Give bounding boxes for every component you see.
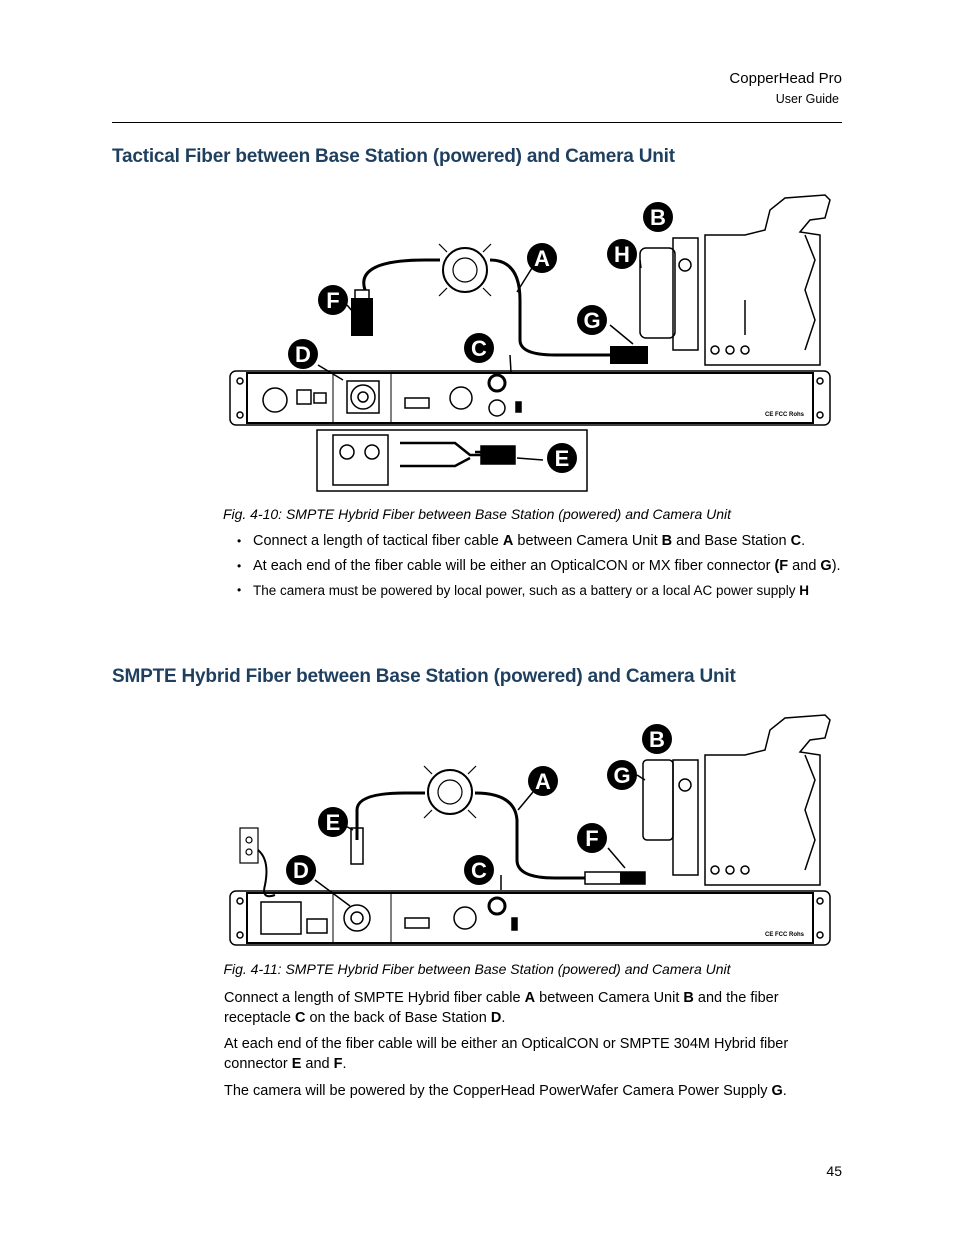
callout-b: B: [642, 724, 672, 754]
section-heading-tactical: Tactical Fiber between Base Station (pow…: [112, 146, 675, 167]
body-paragraph: Connect a length of SMPTE Hybrid fiber c…: [224, 990, 779, 1026]
svg-text:A: A: [535, 769, 551, 794]
svg-text:G: G: [583, 308, 600, 333]
connector-f: [351, 298, 373, 336]
svg-text:B: B: [650, 205, 666, 230]
figure-smpte-hybrid-diagram: CE FCC Rohs A B C D E F G: [229, 714, 831, 946]
svg-text:G: G: [613, 763, 630, 788]
svg-text:F: F: [326, 288, 339, 313]
callout-g: G: [577, 305, 607, 335]
svg-text:H: H: [614, 242, 630, 267]
callout-f: F: [577, 823, 607, 853]
camera-unit: [642, 714, 831, 886]
svg-text:A: A: [534, 246, 550, 271]
callout-e: E: [547, 443, 577, 473]
inset-detail: [316, 429, 588, 492]
callout-c: C: [464, 333, 494, 363]
svg-text:E: E: [326, 810, 341, 835]
bullet-item: Connect a length of tactical fiber cable…: [237, 532, 847, 552]
callout-c: C: [464, 855, 494, 885]
running-header-title: CopperHead Pro: [729, 70, 842, 87]
section-heading-smpte: SMPTE Hybrid Fiber between Base Station …: [112, 666, 736, 687]
header-rule: [112, 122, 842, 123]
figure-caption-4-11: Fig. 4-11: SMPTE Hybrid Fiber between Ba…: [223, 961, 731, 977]
svg-text:E: E: [555, 446, 570, 471]
callout-g: G: [607, 760, 637, 790]
svg-text:F: F: [585, 826, 598, 851]
base-station-rack: [229, 370, 831, 426]
callout-a: A: [527, 243, 557, 273]
bullet-list: Connect a length of tactical fiber cable…: [237, 532, 847, 606]
svg-text:B: B: [649, 727, 665, 752]
fiber-reel: [438, 243, 492, 297]
callout-labels: A B C D E F G: [286, 724, 672, 885]
fiber-cable-a: [355, 791, 585, 880]
callout-h: H: [607, 239, 637, 269]
body-paragraph: At each end of the fiber cable will be e…: [224, 1036, 789, 1072]
running-header-subtitle: User Guide: [775, 92, 839, 106]
callout-b: B: [643, 202, 673, 232]
callout-d: D: [288, 339, 318, 369]
figure-tactical-fiber-diagram: CE FCC Rohs: [229, 194, 831, 492]
svg-text:CE FCC Rohs: CE FCC Rohs: [765, 932, 805, 938]
figure-caption-4-10: Fig. 4-10: SMPTE Hybrid Fiber between Ba…: [222, 506, 732, 522]
base-station-rack: [229, 890, 831, 946]
page-number: 45: [826, 1163, 842, 1179]
callout-e: E: [318, 807, 348, 837]
callout-a: A: [528, 766, 558, 796]
bullet-item: The camera must be powered by local powe…: [237, 581, 847, 601]
callout-f: F: [318, 285, 348, 315]
svg-text:CE FCC Rohs: CE FCC Rohs: [765, 412, 805, 418]
connector-e: [350, 827, 364, 865]
bullet-item: At each end of the fiber cable will be e…: [237, 557, 847, 577]
svg-text:C: C: [471, 336, 487, 361]
body-paragraph: The camera will be powered by the Copper…: [224, 1083, 787, 1099]
svg-text:D: D: [293, 858, 309, 883]
connector-g: [610, 346, 648, 364]
fiber-reel: [423, 765, 477, 819]
callout-d: D: [286, 855, 316, 885]
fiber-cable-a: [362, 258, 610, 357]
callout-labels: A B C D E F G H: [288, 202, 673, 473]
camera-unit: [639, 194, 831, 366]
svg-text:C: C: [471, 858, 487, 883]
wall-outlet: [239, 827, 276, 898]
svg-text:D: D: [295, 342, 311, 367]
